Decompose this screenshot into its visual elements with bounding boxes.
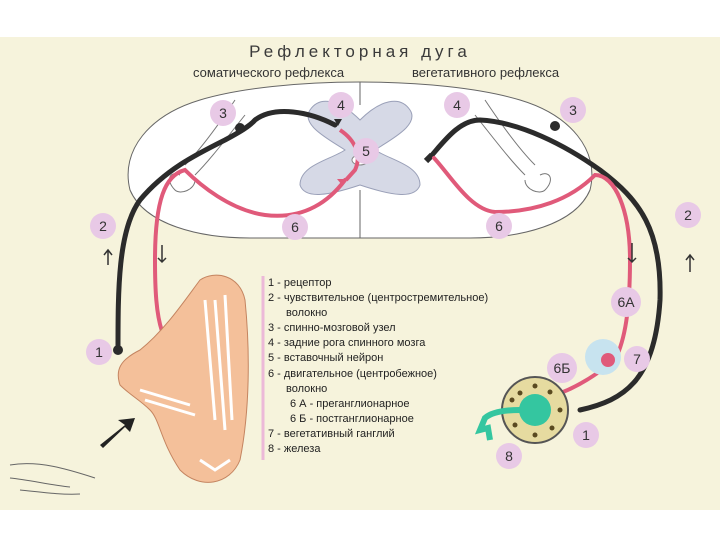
badge-6b: 6Б (547, 353, 577, 383)
legend-item: 5 - вставочный нейрон (268, 352, 384, 365)
badge-8: 8 (496, 443, 522, 469)
legend-item: 1 - рецептор (268, 277, 332, 289)
legend-item: 3 - спинно-мозговой узел (268, 322, 396, 335)
badge-6-left: 6 (282, 214, 308, 240)
badge-7: 7 (624, 346, 650, 372)
badge-4-right: 4 (444, 92, 470, 118)
badge-4-left: 4 (328, 92, 354, 118)
legend-item: 4 - задние рога спинного мозга (268, 337, 426, 350)
left-sensory-fiber (115, 109, 338, 353)
legend-item: волокно (286, 307, 328, 320)
badge-1-left: 1 (86, 339, 112, 365)
legend-item: волокно (286, 382, 328, 395)
subtitle-somatic: соматического рефлекса (193, 65, 345, 80)
badge-6-right: 6 (486, 213, 512, 239)
legend-item: 6 Б - постганглионарное (290, 412, 414, 425)
legend-item: 7 - вегетативный ганглий (268, 427, 395, 440)
badge-2-right: 2 (675, 202, 701, 228)
legend: 1 - рецептор 2 - чувствительное (центрос… (268, 276, 488, 457)
badge-3-left: 3 (210, 100, 236, 126)
legend-item: 2 - чувствительное (центростремительное) (268, 292, 489, 305)
badge-5: 5 (353, 138, 379, 164)
subtitle-vegetative: вегетативного рефлекса (412, 65, 560, 80)
badge-1-right: 1 (573, 422, 599, 448)
legend-item: 6 А - преганглионарное (290, 397, 410, 410)
badge-3-right: 3 (560, 97, 586, 123)
stimulus-arrow (100, 418, 135, 448)
legend-item: 8 - железа (268, 443, 321, 456)
legend-item: 6 - двигательное (центробежное) (268, 367, 437, 380)
badge-6a: 6А (611, 287, 641, 317)
diagram-title: Рефлекторная дуга (249, 42, 471, 61)
badge-2-left: 2 (90, 213, 116, 239)
